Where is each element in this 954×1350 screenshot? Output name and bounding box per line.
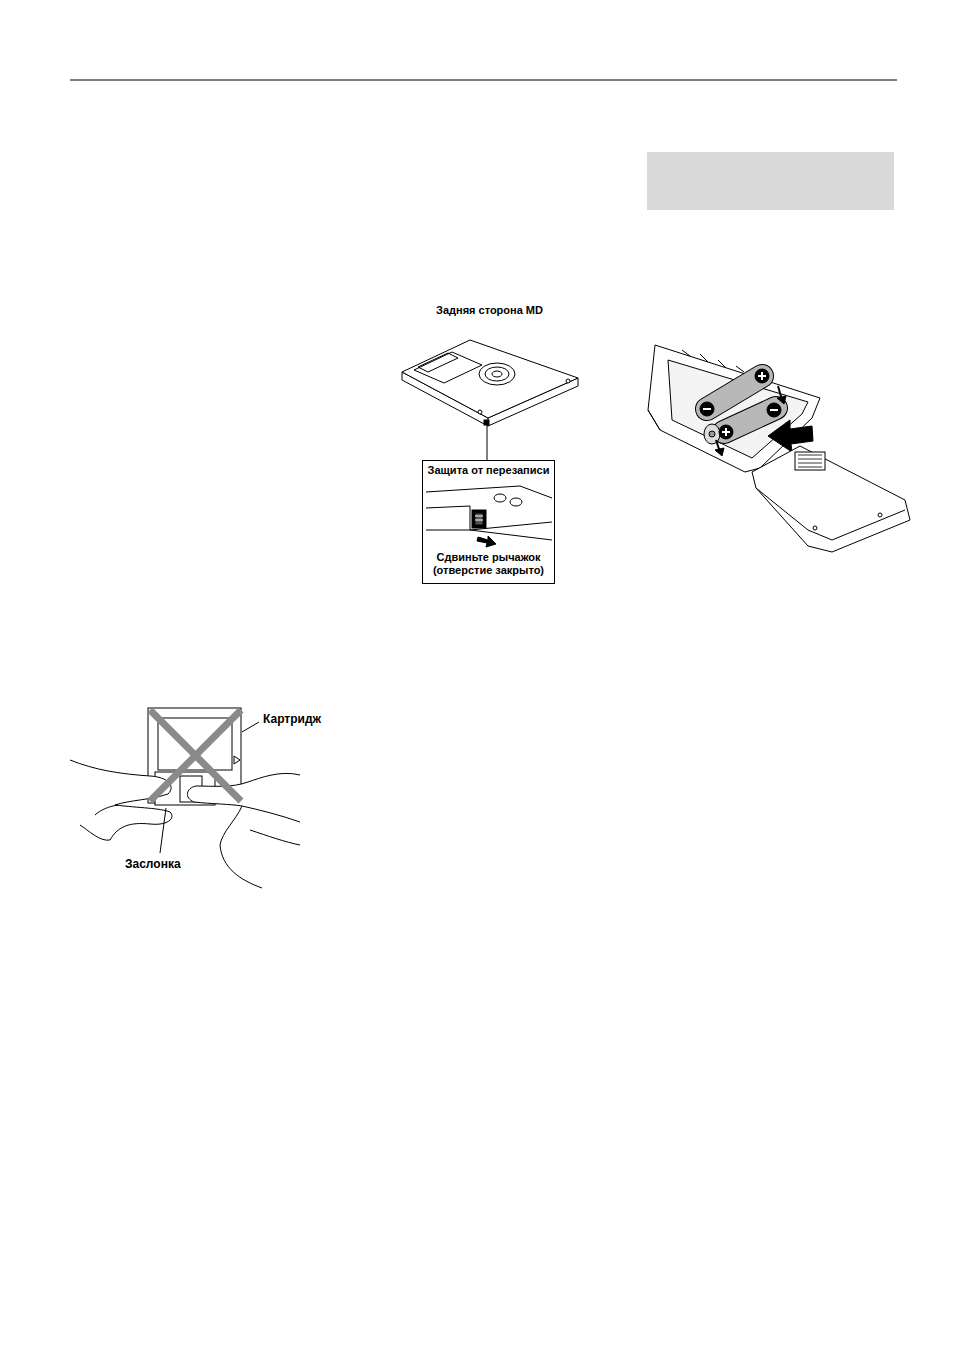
header-rule bbox=[70, 80, 897, 81]
callout-box: Защита от перезаписиСдвиньте рычажок (от… bbox=[422, 460, 555, 584]
figure-label: Заслонка bbox=[125, 857, 181, 871]
grey-panel bbox=[647, 152, 894, 210]
figure-label: Задняя сторона MD bbox=[436, 304, 543, 316]
callout-text: Защита от перезаписи bbox=[425, 464, 552, 477]
callout-text: Сдвиньте рычажок (отверстие закрыто) bbox=[425, 551, 552, 576]
write-protect-inset bbox=[426, 486, 552, 547]
cartridge-handling-drawing bbox=[70, 708, 300, 888]
figure-label: Картридж bbox=[263, 712, 321, 726]
minidisc-drawing bbox=[402, 340, 578, 460]
remote-battery-drawing bbox=[648, 345, 910, 552]
